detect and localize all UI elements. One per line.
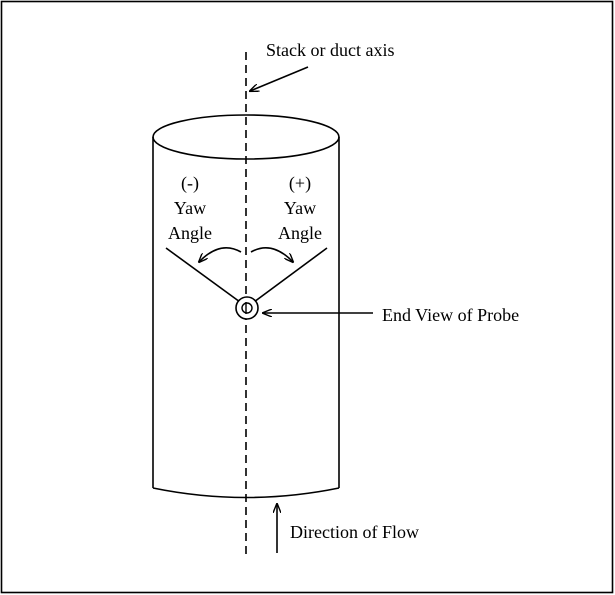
positive-angle-label: Angle [278,223,322,243]
positive-yaw-line [253,247,328,303]
end-view-label: End View of Probe [382,305,519,325]
probe-outer-circle [235,296,259,320]
negative-yaw-arrow [199,246,242,262]
negative-yaw-line [165,247,241,303]
positive-yaw-label: Yaw [284,198,316,218]
flow-direction-label: Direction of Flow [290,522,419,542]
negative-yaw-label: Yaw [174,198,206,218]
positive-sign-label: (+) [289,173,311,194]
negative-angle-label: Angle [168,223,212,243]
stack-axis-pointer [250,66,309,91]
negative-sign-label: (-) [181,173,199,194]
stack-axis-label: Stack or duct axis [266,40,394,60]
probe-inner-circle [241,302,253,314]
positive-yaw-arrow [250,246,293,262]
